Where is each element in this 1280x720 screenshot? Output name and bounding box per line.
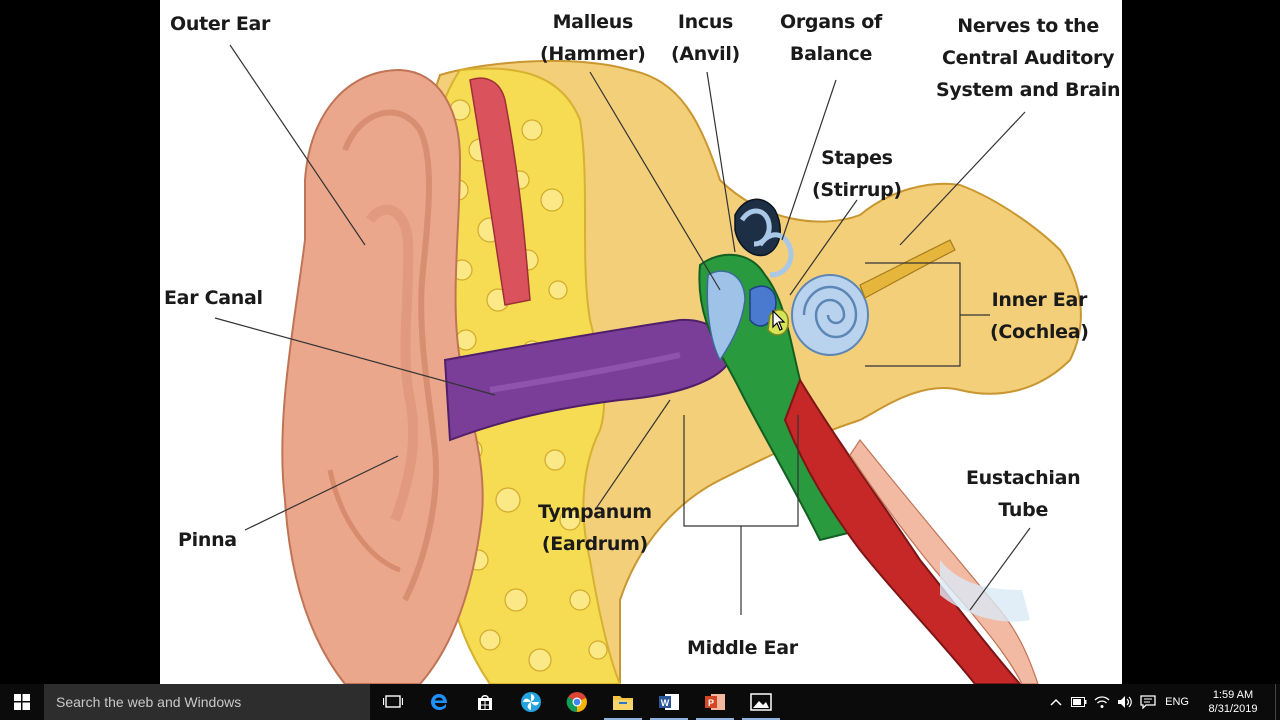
- chevron-up-icon: [1050, 698, 1062, 706]
- taskbar-search-box[interactable]: Search the web and Windows: [44, 684, 370, 720]
- label-tympanum: Tympanum (Eardrum): [538, 501, 652, 555]
- edge-icon: [431, 694, 447, 710]
- label-inner-ear: Inner Ear (Cochlea): [990, 289, 1089, 343]
- file-explorer-button[interactable]: [600, 684, 646, 720]
- mouse-cursor-icon: [772, 310, 786, 331]
- label-ear-canal: Ear Canal: [164, 287, 263, 309]
- file-explorer-icon: [613, 696, 633, 710]
- photo-viewer: Outer Ear Malleus (Hammer) Incus (Anvil)…: [160, 0, 1122, 684]
- battery-button[interactable]: [1067, 684, 1090, 720]
- taskbar: Search the web and Windows: [0, 684, 1280, 720]
- clock-time: 1:59 AM: [1212, 689, 1254, 701]
- task-view-button[interactable]: [370, 684, 416, 720]
- label-malleus: Malleus (Hammer): [540, 11, 646, 65]
- ear-anatomy-image: Outer Ear Malleus (Hammer) Incus (Anvil)…: [160, 0, 1122, 684]
- pinwheel-app-icon: [521, 692, 541, 712]
- svg-text:P: P: [708, 698, 714, 708]
- svg-text:W: W: [661, 698, 670, 708]
- windows-logo-icon: [14, 694, 30, 710]
- chrome-icon: [566, 692, 587, 713]
- show-hidden-icons-button[interactable]: [1044, 684, 1067, 720]
- battery-icon: [1070, 697, 1087, 707]
- store-button[interactable]: [462, 684, 508, 720]
- label-middle-ear: Middle Ear: [687, 637, 798, 659]
- powerpoint-button[interactable]: P: [692, 684, 738, 720]
- message-icon: [1140, 695, 1156, 709]
- speaker-icon: [1117, 696, 1132, 708]
- network-button[interactable]: [1090, 684, 1113, 720]
- system-tray: ENG 1:59 AM 8/31/2019: [1044, 684, 1280, 720]
- label-pinna: Pinna: [178, 529, 237, 551]
- label-outer-ear: Outer Ear: [170, 13, 271, 35]
- word-icon: W: [659, 694, 679, 710]
- wifi-icon: [1094, 696, 1110, 708]
- label-incus: Incus (Anvil): [671, 11, 740, 65]
- photos-icon: [750, 693, 772, 711]
- action-center-button[interactable]: [1136, 684, 1159, 720]
- photos-button[interactable]: [738, 684, 784, 720]
- ear-diagram-artwork: [214, 44, 1082, 684]
- label-eustachian-tube: Eustachian Tube: [966, 467, 1081, 521]
- volume-button[interactable]: [1113, 684, 1136, 720]
- show-desktop-button[interactable]: [1275, 684, 1280, 720]
- store-icon: [478, 695, 492, 710]
- input-language-indicator[interactable]: ENG: [1165, 696, 1189, 708]
- edge-button[interactable]: [416, 684, 462, 720]
- search-placeholder: Search the web and Windows: [56, 694, 242, 710]
- taskbar-apps: W P: [370, 684, 784, 720]
- powerpoint-icon: P: [705, 694, 725, 710]
- label-organs-of-balance: Organs of Balance: [780, 11, 883, 65]
- label-stapes: Stapes (Stirrup): [812, 147, 902, 201]
- start-button[interactable]: [0, 684, 44, 720]
- label-nerves: Nerves to the Central Auditory System an…: [936, 15, 1121, 101]
- chrome-button[interactable]: [554, 684, 600, 720]
- clock-date: 8/31/2019: [1208, 703, 1258, 715]
- clock[interactable]: 1:59 AM 8/31/2019: [1199, 688, 1267, 716]
- task-view-icon: [383, 695, 403, 708]
- word-button[interactable]: W: [646, 684, 692, 720]
- pinwheel-app-button[interactable]: [508, 684, 554, 720]
